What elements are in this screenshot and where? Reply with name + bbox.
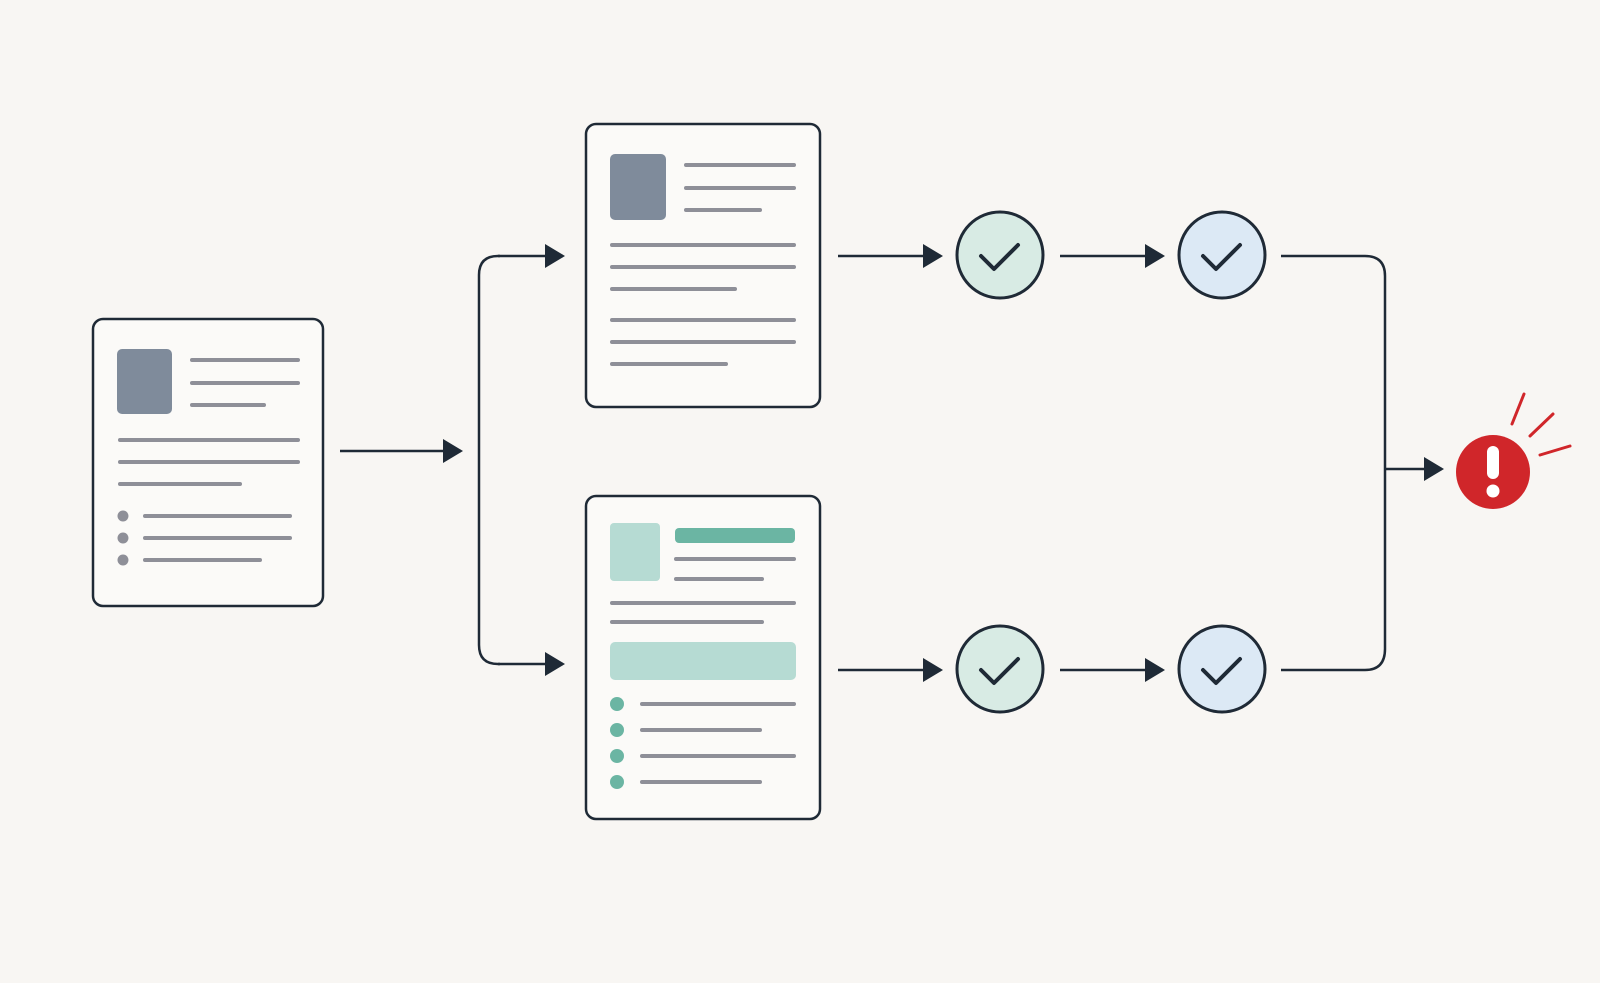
bullet-points: [610, 697, 624, 789]
exclamation-alert-icon: [1456, 392, 1572, 509]
branch-line: [477, 254, 500, 666]
check-circle-icon: [1177, 210, 1267, 300]
text-lines: [610, 557, 796, 624]
check-circle-icon: [1177, 624, 1267, 714]
image-placeholder: [610, 523, 660, 581]
source-document: [91, 317, 325, 608]
text-lines: [610, 163, 796, 366]
text-lines: [118, 358, 300, 562]
top-check-row: [838, 210, 1267, 300]
check-circle-icon: [955, 624, 1045, 714]
bullet-points: [117, 510, 129, 566]
highlight-block: [610, 642, 796, 680]
text-lines: [640, 702, 796, 784]
bottom-check-row: [838, 624, 1267, 714]
variant-document-top: [584, 122, 822, 409]
merge-line: [1281, 254, 1387, 672]
heading-bar: [675, 528, 795, 543]
split-connector: [340, 244, 565, 676]
check-circle-icon: [955, 210, 1045, 300]
image-placeholder: [610, 154, 666, 220]
variant-document-bottom: [584, 494, 822, 821]
alert-burst-lines: [1510, 392, 1572, 457]
image-placeholder: [117, 349, 172, 414]
merge-connector: [1281, 254, 1444, 672]
